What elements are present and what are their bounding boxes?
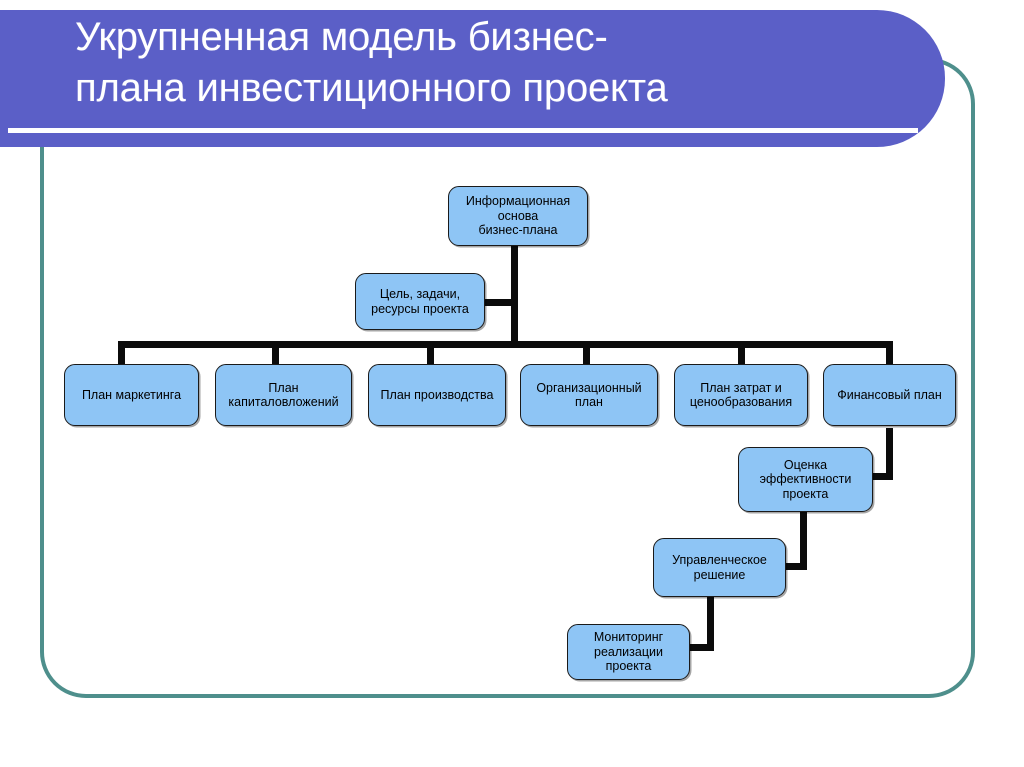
- connector-effectiveness-down: [800, 512, 807, 570]
- connector-effectiveness-to-decision: [780, 563, 807, 570]
- node-marketing-plan[interactable]: План маркетинга: [64, 364, 199, 426]
- node-label: Организационный план: [536, 380, 642, 410]
- node-label: Информационная основа бизнес-плана: [465, 194, 571, 238]
- connector-trunk-vertical: [511, 246, 518, 347]
- node-financial-plan[interactable]: Финансовый план: [823, 364, 956, 426]
- node-label: План капиталовложений: [228, 380, 339, 410]
- node-label: Оценка эффективности проекта: [759, 457, 852, 501]
- node-organizational-plan[interactable]: Организационный план: [520, 364, 658, 426]
- connector-goals-horizontal: [483, 299, 513, 306]
- connector-decision-to-monitoring: [688, 644, 714, 651]
- node-goals[interactable]: Цель, задачи, ресурсы проекта: [355, 273, 485, 330]
- node-info-basis[interactable]: Информационная основа бизнес-плана: [448, 186, 588, 246]
- connector-drop-marketing: [118, 341, 125, 365]
- page-title: Укрупненная модель бизнес- плана инвести…: [75, 15, 668, 110]
- node-label: Управленческое решение: [672, 553, 767, 582]
- node-label: Мониторинг реализации проекта: [593, 630, 664, 674]
- connector-financial-down: [886, 428, 893, 480]
- node-effectiveness[interactable]: Оценка эффективности проекта: [738, 447, 873, 512]
- node-label: План маркетинга: [81, 387, 182, 402]
- node-label: План производства: [380, 387, 494, 402]
- title-banner: [0, 10, 945, 147]
- connector-drop-production: [427, 341, 434, 365]
- node-label: План затрат и ценообразования: [689, 380, 793, 410]
- node-label: Цель, задачи, ресурсы проекта: [371, 287, 469, 316]
- connector-drop-cost-pricing: [738, 341, 745, 365]
- title-underline-rule: [8, 128, 918, 133]
- node-capital-plan[interactable]: План капиталовложений: [215, 364, 352, 426]
- connector-decision-down: [707, 597, 714, 651]
- connector-financial-to-effectiveness: [866, 473, 893, 480]
- node-production-plan[interactable]: План производства: [368, 364, 506, 426]
- connector-drop-organizational: [583, 341, 590, 365]
- node-cost-pricing-plan[interactable]: План затрат и ценообразования: [674, 364, 808, 426]
- connector-drop-financial: [886, 341, 893, 365]
- connector-distribution-bar: [118, 341, 893, 348]
- node-label: Финансовый план: [837, 387, 942, 402]
- node-management-decision[interactable]: Управленческое решение: [653, 538, 786, 597]
- node-monitoring[interactable]: Мониторинг реализации проекта: [567, 624, 690, 680]
- connector-drop-capital: [272, 341, 279, 365]
